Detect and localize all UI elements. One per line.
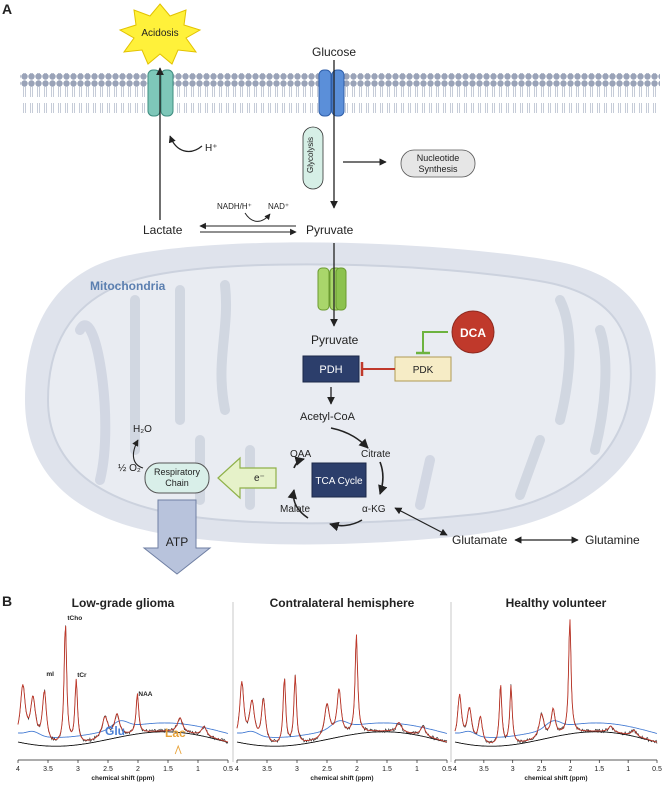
lactate-label: Lactate xyxy=(143,223,183,237)
x-tick-label: 2 xyxy=(136,766,140,773)
x-tick-label: 2 xyxy=(568,766,572,773)
x-tick-label: 2.5 xyxy=(537,766,547,773)
tca-label: TCA Cycle xyxy=(315,476,363,487)
akg-label: α-KG xyxy=(362,504,386,515)
x-tick-label: 3.5 xyxy=(43,766,53,773)
spectrum-title: Low-grade glioma xyxy=(72,596,175,610)
dca-inhibits-pdk xyxy=(422,331,448,353)
x-tick-label: 3 xyxy=(511,766,515,773)
acetyl-coa-label: Acetyl-CoA xyxy=(300,411,356,423)
spectra-layer: Low-grade glioma 4 3.5 3 2.5 2 1.5 1 0.5 chemical… xyxy=(16,596,662,782)
baseline-curve xyxy=(17,731,229,747)
baseline-curve xyxy=(236,731,448,747)
pyruvate-label: Pyruvate xyxy=(306,223,354,237)
x-axis-title: chemical shift (ppm) xyxy=(524,775,587,782)
acidosis-burst xyxy=(118,3,202,65)
x-tick-label: 4 xyxy=(235,766,239,773)
oaa-label: OAA xyxy=(290,449,311,460)
x-tick-label: 3.5 xyxy=(262,766,272,773)
pdk-label: PDK xyxy=(413,365,434,376)
peak-label: NAA xyxy=(138,691,152,698)
lac-label: Lac xyxy=(165,726,186,740)
peak-label: mI xyxy=(46,671,54,678)
x-tick-label: 1 xyxy=(196,766,200,773)
lactate-transporter xyxy=(147,69,174,117)
pyruvate-carrier xyxy=(317,267,347,311)
nucleotide-label-2: Synthesis xyxy=(418,164,458,174)
x-tick-label: 3 xyxy=(76,766,80,773)
x-tick-label: 3 xyxy=(295,766,299,773)
acidosis-label: Acidosis xyxy=(141,28,178,39)
fit-curve xyxy=(17,625,229,743)
glu-curve xyxy=(454,720,658,738)
dca-label: DCA xyxy=(460,326,486,340)
nad-label: NAD⁺ xyxy=(268,202,289,211)
x-tick-label: 1.5 xyxy=(594,766,604,773)
x-axis-title: chemical shift (ppm) xyxy=(310,775,373,782)
citrate-label: Citrate xyxy=(361,449,391,460)
x-tick-label: 1.5 xyxy=(163,766,173,773)
pdh-label: PDH xyxy=(319,364,342,376)
x-tick-label: 3.5 xyxy=(479,766,489,773)
x-tick-label: 2.5 xyxy=(103,766,113,773)
nucleotide-label-1: Nucleotide xyxy=(417,153,460,163)
x-tick-label: 2 xyxy=(355,766,359,773)
panel-a-label: A xyxy=(2,1,12,17)
h2o-label: H₂O xyxy=(133,424,152,435)
x-tick-label: 2.5 xyxy=(322,766,332,773)
peak-label: tCho xyxy=(67,615,82,622)
glucose-transporter xyxy=(318,69,345,117)
respiratory-chain-box xyxy=(144,462,210,494)
pdk-box xyxy=(394,356,452,382)
x-axis-title: chemical shift (ppm) xyxy=(91,775,154,782)
atp-arrow xyxy=(142,499,212,575)
spectrum-panel-2: Contralateral hemisphere 4 3.5 3 2.5 2 1.5 1 0.5… xyxy=(232,596,452,782)
glutamate-label: Glutamate xyxy=(452,533,508,547)
glu-label: Glu xyxy=(105,724,125,738)
resp-label-1: Respiratory xyxy=(154,467,201,477)
x-tick-label: 1 xyxy=(626,766,630,773)
glucose-label: Glucose xyxy=(312,45,356,59)
nucleotide-synthesis-box xyxy=(400,149,476,178)
x-tick-label: 4 xyxy=(453,766,457,773)
fit-curve xyxy=(236,634,448,743)
resp-label-2: Chain xyxy=(165,478,189,488)
mitochondria-label: Mitochondria xyxy=(90,279,166,293)
spectrum-title: Healthy volunteer xyxy=(506,596,607,610)
pdh-box xyxy=(302,355,360,383)
h-plus-label: H⁺ xyxy=(205,143,218,154)
glu-curve xyxy=(236,720,448,738)
electron-label: e⁻ xyxy=(254,473,265,484)
spectrum-panel-1: Low-grade glioma 4 3.5 3 2.5 2 1.5 1 0.5 chemical… xyxy=(16,596,233,782)
fit-curve xyxy=(454,619,658,743)
tca-box xyxy=(311,462,367,498)
dca-circle xyxy=(451,310,495,354)
half-o2-label: ½ O₂ xyxy=(118,463,141,474)
pyruvate-mito-label: Pyruvate xyxy=(311,333,359,347)
x-tick-label: 1 xyxy=(415,766,419,773)
glycolysis-box xyxy=(302,126,324,190)
x-tick-label: 0.5 xyxy=(652,766,662,773)
spectrum-title: Contralateral hemisphere xyxy=(270,596,415,610)
nadh-label: NADH/H⁺ xyxy=(217,202,252,211)
x-tick-label: 1.5 xyxy=(382,766,392,773)
x-tick-label: 4 xyxy=(16,766,20,773)
x-tick-label: 0.5 xyxy=(442,766,452,773)
atp-label: ATP xyxy=(166,535,188,549)
glycolysis-label: Glycolysis xyxy=(306,137,315,173)
glutamine-label: Glutamine xyxy=(585,533,640,547)
malate-label: Malate xyxy=(280,504,310,515)
lac-curve xyxy=(174,744,182,755)
spectrum-panel-3: Healthy volunteer 4 3.5 3 2.5 2 1.5 1 0.5 chemica… xyxy=(450,596,662,782)
electron-arrow xyxy=(217,456,277,500)
panel-b-label: B xyxy=(2,593,12,609)
x-tick-label: 0.5 xyxy=(223,766,233,773)
peak-label: tCr xyxy=(77,672,87,679)
